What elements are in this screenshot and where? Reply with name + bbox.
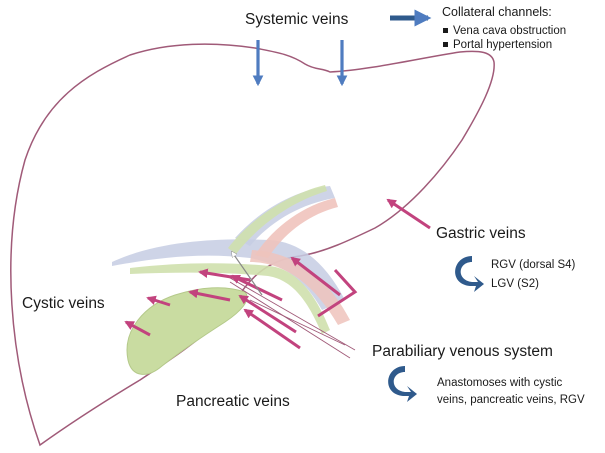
pancreatic-veins-label: Pancreatic veins bbox=[176, 393, 290, 410]
bile-duct-branch bbox=[228, 185, 327, 254]
cystic-veins-label: Cystic veins bbox=[22, 295, 105, 312]
parabiliary-arrow-1 bbox=[238, 294, 297, 334]
hepatic-artery-band bbox=[255, 198, 338, 258]
curved-arrow-icon bbox=[388, 366, 417, 402]
collateral-item-2: Portal hypertension bbox=[453, 39, 552, 51]
hilar-vessels bbox=[112, 185, 350, 334]
parabiliary-label: Parabiliary venous system bbox=[372, 343, 553, 360]
portal-vein-band bbox=[112, 239, 345, 310]
systemic-veins-label: Systemic veins bbox=[245, 11, 349, 28]
gastric-arrow bbox=[386, 198, 431, 230]
gastric-sub-2: LGV (S2) bbox=[491, 278, 539, 290]
collateral-item-1: Vena cava obstruction bbox=[453, 25, 566, 37]
bile-duct-band bbox=[130, 263, 330, 334]
portal-vein-branch bbox=[235, 186, 335, 246]
gastric-sub-1: RGV (dorsal S4) bbox=[491, 259, 576, 271]
pancreatic-arrow-1 bbox=[188, 288, 231, 302]
curved-arrow-icon bbox=[455, 256, 484, 292]
square-bullet-icon bbox=[443, 42, 448, 47]
parabiliary-sub-1: Anastomoses with cystic bbox=[437, 377, 563, 389]
collateral-title: Collateral channels: bbox=[442, 5, 552, 19]
square-bullet-icon bbox=[443, 28, 448, 33]
hilar-bracket bbox=[317, 268, 358, 318]
cystic-arrow-2 bbox=[124, 320, 151, 337]
hilar-arrow-1 bbox=[198, 268, 251, 282]
parabiliary-lines bbox=[224, 274, 356, 359]
hilar-arrow-2 bbox=[290, 256, 341, 297]
hollow-arrow bbox=[232, 252, 263, 296]
parabiliary-sub-2: veins, pancreatic veins, RGV bbox=[437, 394, 585, 406]
cystic-arrow-1 bbox=[146, 295, 171, 307]
pancreatic-arrow-2 bbox=[243, 308, 301, 350]
gastric-veins-label: Gastric veins bbox=[436, 225, 526, 242]
